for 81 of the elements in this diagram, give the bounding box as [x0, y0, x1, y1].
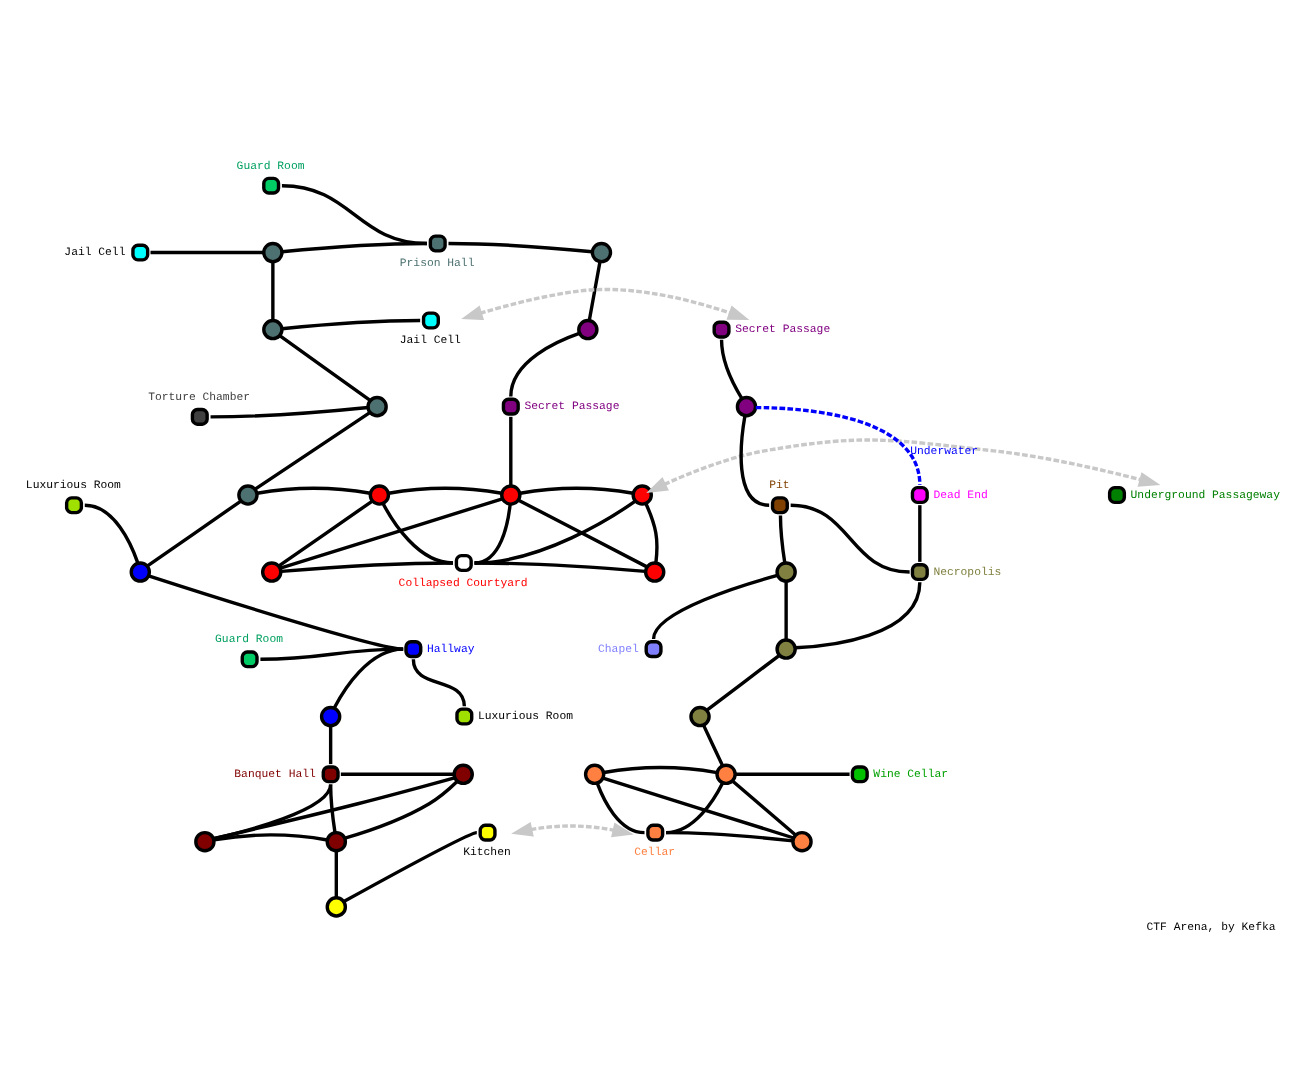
- connector: [519, 486, 634, 495]
- connector: [210, 405, 369, 419]
- node-circle: [368, 484, 391, 506]
- connector: [150, 250, 264, 255]
- connector: [517, 498, 648, 569]
- connector: [342, 831, 478, 904]
- node-circle: [577, 318, 599, 341]
- connector: [784, 581, 788, 640]
- node-circle: [319, 705, 342, 728]
- connector: [719, 339, 744, 400]
- connector: [278, 334, 372, 402]
- connector: [705, 654, 781, 712]
- node-circle: [631, 484, 653, 506]
- connector: [84, 503, 140, 564]
- node-circle: [325, 896, 348, 918]
- connector: [281, 184, 428, 246]
- node-circle: [262, 241, 284, 264]
- connector: [595, 782, 645, 835]
- node-circle: [735, 395, 758, 418]
- connector: [411, 659, 467, 707]
- node-circle: [452, 763, 474, 786]
- connector: [587, 261, 602, 321]
- node-circle: [366, 395, 388, 418]
- node-circle: [500, 484, 522, 506]
- connector: [213, 784, 333, 841]
- node-circle: [325, 830, 348, 853]
- connector: [344, 780, 459, 840]
- connector: [260, 647, 404, 661]
- node-circle: [775, 561, 797, 583]
- node-circle: [260, 561, 283, 583]
- connector: [509, 331, 580, 397]
- node-circle: [791, 830, 813, 853]
- node-circle: [583, 763, 606, 786]
- connector: [790, 503, 910, 574]
- node-circle: [775, 638, 797, 660]
- connector: [334, 851, 338, 898]
- node-circle: [643, 561, 666, 583]
- connector: [702, 724, 725, 767]
- node-circle: [689, 705, 711, 728]
- connector: [735, 772, 850, 776]
- connector: [739, 415, 770, 507]
- connector: [388, 486, 502, 495]
- connector: [509, 416, 513, 486]
- connector: [148, 574, 404, 651]
- arrow: [646, 438, 1161, 493]
- connector: [448, 241, 593, 254]
- connector: [644, 502, 659, 564]
- node-circle: [129, 561, 152, 583]
- node-circle: [590, 241, 613, 264]
- connector: [332, 647, 404, 709]
- node-circle: [715, 763, 737, 786]
- connector: [665, 782, 725, 835]
- arrow: [511, 821, 634, 838]
- connector: [254, 411, 371, 491]
- arrow: [461, 287, 750, 320]
- connector: [474, 504, 512, 565]
- connector: [328, 725, 333, 765]
- connector: [474, 499, 637, 565]
- connector: [795, 582, 922, 650]
- connector: [651, 573, 778, 640]
- connector: [731, 779, 797, 837]
- connector: [146, 499, 242, 568]
- connector: [281, 241, 427, 254]
- connector: [778, 515, 787, 564]
- connector: [474, 561, 646, 574]
- connector: [213, 833, 328, 842]
- connector: [755, 405, 922, 486]
- connector: [918, 505, 922, 562]
- connector: [603, 765, 718, 775]
- connector: [280, 561, 454, 574]
- node-circle: [237, 484, 259, 506]
- connector: [278, 499, 374, 568]
- connector: [256, 486, 371, 495]
- connector: [271, 261, 275, 321]
- connector: [328, 784, 337, 833]
- connector: [213, 776, 455, 841]
- connector: [666, 830, 794, 843]
- connector: [340, 772, 455, 776]
- connector: [281, 318, 421, 331]
- node-circle: [262, 318, 284, 341]
- node-circle: [194, 830, 216, 853]
